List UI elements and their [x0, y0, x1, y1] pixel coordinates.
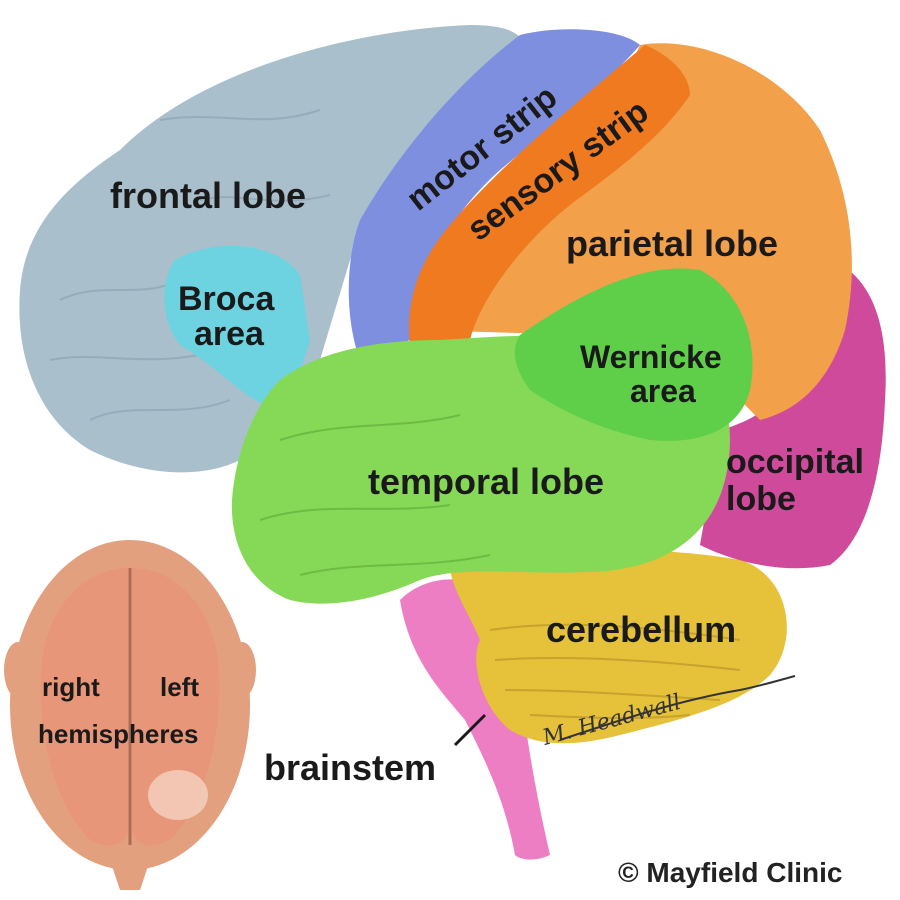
copyright-notice: © Mayfield Clinic [618, 857, 842, 888]
left-hemisphere-region [132, 568, 220, 846]
frontal-lobe-region [19, 25, 524, 473]
wernicke-label-line2: area [630, 373, 696, 409]
occipital-label-line2: lobe [726, 480, 796, 518]
broca-label-line1: Broca [178, 280, 275, 318]
cerebellum-label: cerebellum [546, 609, 736, 650]
right-hemisphere-region [40, 568, 128, 846]
left-hemisphere-label: left [160, 672, 199, 702]
top-view-head [4, 540, 256, 890]
occipital-label-line1: occipital [726, 443, 864, 481]
brainstem-label: brainstem [264, 747, 436, 788]
sensory-strip-region [409, 45, 690, 345]
wernicke-label-line1: Wernicke [580, 339, 722, 375]
parietal-lobe-label: parietal lobe [566, 223, 778, 264]
wernicke-area-region [514, 268, 753, 441]
frontal-lobe-label: frontal lobe [110, 175, 306, 216]
right-hemisphere-label: right [42, 672, 100, 702]
broca-area-region [164, 245, 310, 405]
signature-line [559, 675, 796, 741]
brainstem-region [400, 579, 550, 860]
temporal-lobe-label: temporal lobe [368, 461, 604, 502]
brainstem-pointer [453, 713, 487, 747]
cerebellum-region [450, 549, 787, 744]
broca-label-line2: area [194, 315, 265, 353]
hemispheres-label: hemispheres [38, 719, 198, 749]
